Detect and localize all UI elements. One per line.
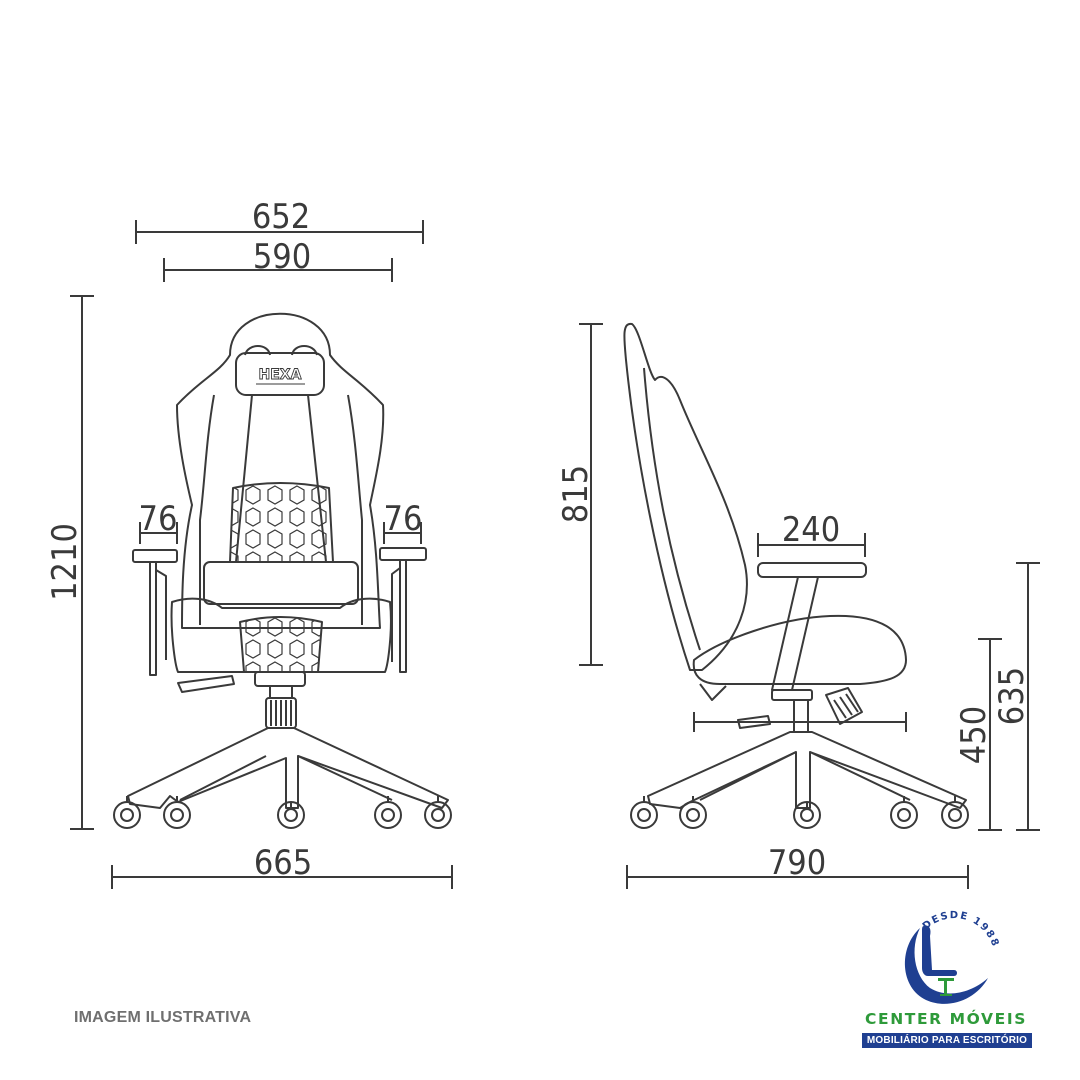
headrest-pillow — [235, 352, 325, 396]
armrest-right-pad — [379, 547, 427, 561]
dim-line-652 — [135, 220, 424, 244]
dim-label-590: 590 — [253, 237, 311, 277]
dim-line-815 — [579, 323, 603, 666]
dim-line-450 — [978, 638, 1002, 831]
dim-label-76-left: 76 — [139, 499, 178, 539]
dim-line-76-right — [383, 522, 422, 544]
svg-text:DESDE 1988: DESDE 1988 — [921, 910, 1001, 949]
dim-label-665: 665 — [254, 843, 312, 883]
lumbar-cushion — [203, 561, 359, 605]
logo-tagline: MOBILIÁRIO PARA ESCRITÓRIO — [862, 1033, 1032, 1048]
dim-line-665 — [111, 865, 453, 889]
backrest-front — [176, 312, 385, 629]
chair-front-view — [113, 312, 452, 829]
illustrative-image-caption: IMAGEM ILUSTRATIVA — [74, 1009, 252, 1026]
logo-brand-name: CENTER MÓVEIS — [865, 1010, 1027, 1028]
armrest-left-pad — [132, 549, 178, 563]
dim-line-76-left — [139, 522, 178, 544]
dim-label-240: 240 — [782, 510, 840, 550]
logo-emblem: DESDE 1988 — [904, 910, 1001, 1004]
dim-line-240 — [757, 533, 866, 557]
dim-label-790: 790 — [768, 843, 826, 883]
dim-label-1210: 1210 — [45, 523, 85, 601]
seat-side — [692, 614, 907, 685]
lumbar-quilt — [229, 482, 334, 563]
backrest-side — [623, 322, 748, 671]
gas-knob-side — [825, 687, 863, 725]
headrest-brand-label: HEXA — [259, 367, 302, 383]
center-moveis-logo: DESDE 1988 CENTER MÓVEIS MOBILIÁRIO PARA… — [858, 908, 1038, 1053]
dim-label-815: 815 — [556, 465, 596, 523]
dim-line-635 — [1016, 562, 1040, 831]
seat-quilt — [239, 616, 323, 673]
dim-line-590 — [163, 258, 393, 282]
dim-label-76-right: 76 — [384, 499, 423, 539]
dim-label-450: 450 — [954, 706, 994, 764]
seat-front — [170, 597, 392, 673]
chair-side-view — [623, 322, 969, 829]
casters-front — [113, 796, 452, 829]
base-star-side — [647, 731, 967, 809]
dim-label-652: 652 — [252, 197, 310, 237]
dim-line-790 — [626, 865, 969, 889]
logo-arc-text: DESDE 1988 — [921, 910, 1000, 949]
dim-label-635: 635 — [992, 667, 1032, 725]
armrest-side-post — [771, 576, 819, 691]
armrest-side-pad — [757, 562, 867, 578]
dim-line-1210 — [70, 295, 94, 830]
casters-side — [630, 796, 969, 829]
